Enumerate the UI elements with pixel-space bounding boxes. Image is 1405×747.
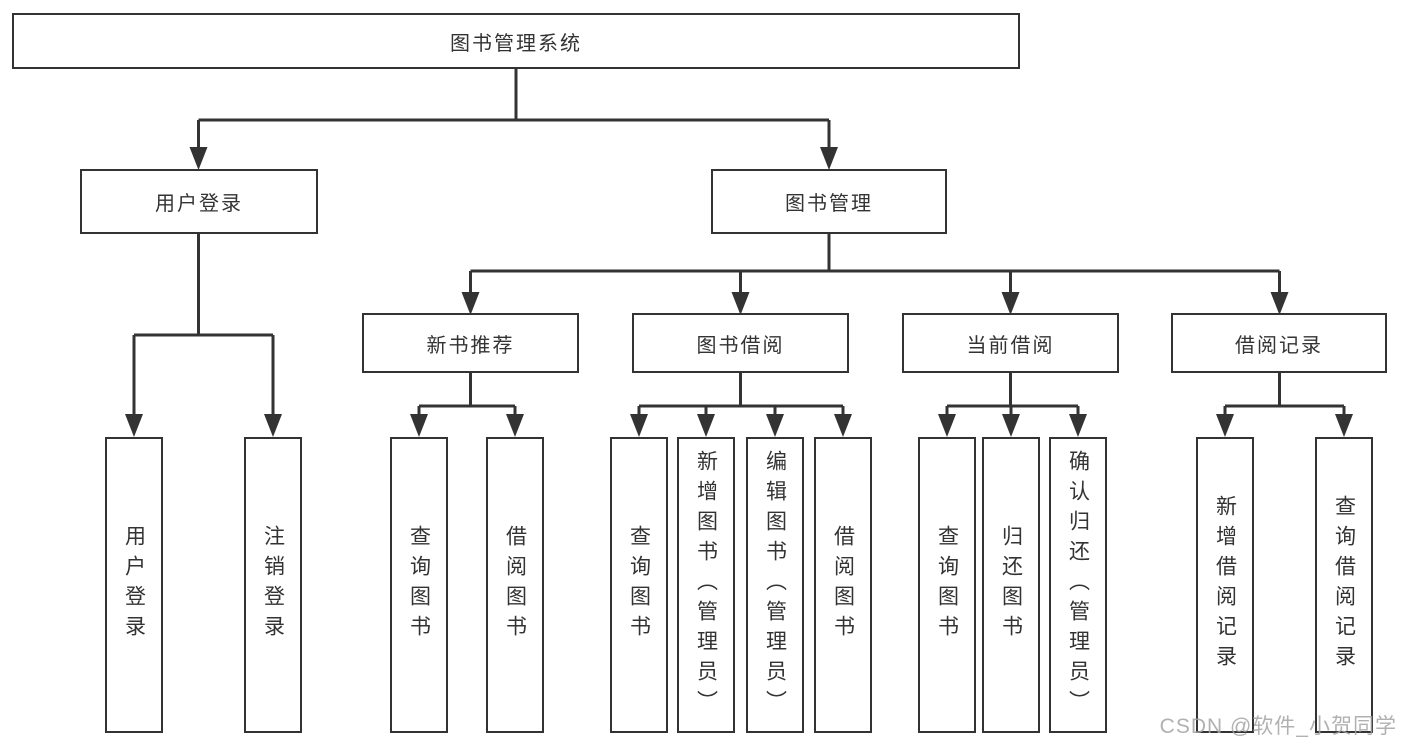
connector-book-borrow-group xyxy=(637,373,845,417)
watermark: CSDN @软件_小贺同学 xyxy=(1159,715,1397,738)
arrowheads xyxy=(125,147,1353,437)
arrow-down-icon xyxy=(731,292,750,315)
connector-new-book-group xyxy=(417,373,517,417)
node-leaf-cb-return-book: 归还图书 xyxy=(982,437,1040,733)
node-leaf-br-query-record: 查询借阅记录 xyxy=(1315,437,1373,733)
connector-current-borrow-group xyxy=(945,373,1080,417)
node-current-borrow: 当前借阅 xyxy=(902,313,1119,373)
node-user-login: 用户登录 xyxy=(80,169,318,234)
node-leaf-bb-query-book: 查询图书 xyxy=(610,437,668,733)
node-leaf-cb-confirm-return-admin: 确认归还（管理员） xyxy=(1049,437,1107,733)
arrow-down-icon xyxy=(834,414,852,437)
node-leaf-user-login: 用户登录 xyxy=(105,437,163,733)
node-leaf-nb-query-book: 查询图书 xyxy=(390,437,448,733)
arrow-down-icon xyxy=(1216,414,1234,437)
arrow-down-icon xyxy=(410,414,428,437)
arrow-down-icon xyxy=(461,292,480,315)
node-leaf-bb-add-book-admin: 新增图书（管理员） xyxy=(677,437,735,733)
arrow-down-icon xyxy=(820,147,838,170)
arrow-down-icon xyxy=(938,414,956,437)
connector-borrow-record-group xyxy=(1223,373,1346,417)
arrow-down-icon xyxy=(1002,414,1020,437)
node-new-book-recommend: 新书推荐 xyxy=(362,313,579,373)
arrow-down-icon xyxy=(1335,414,1353,437)
arrow-down-icon xyxy=(1001,292,1020,315)
arrow-down-icon xyxy=(264,414,282,437)
arrow-down-icon xyxy=(189,147,208,170)
connector-book-mgmt-to-level3 xyxy=(469,234,1281,295)
node-book-borrow: 图书借阅 xyxy=(632,313,849,373)
node-root: 图书管理系统 xyxy=(12,13,1020,69)
connector-user-login-group xyxy=(132,234,275,417)
arrow-down-icon xyxy=(630,414,648,437)
node-leaf-nb-borrow-book: 借阅图书 xyxy=(486,437,544,733)
arrow-down-icon xyxy=(1069,414,1087,437)
node-leaf-bb-edit-book-admin: 编辑图书（管理员） xyxy=(746,437,804,733)
node-borrow-record: 借阅记录 xyxy=(1171,313,1387,373)
arrow-down-icon xyxy=(125,414,143,437)
arrow-down-icon xyxy=(766,414,784,437)
arrow-down-icon xyxy=(697,414,715,437)
node-leaf-br-add-record: 新增借阅记录 xyxy=(1196,437,1254,733)
arrow-down-icon xyxy=(1270,292,1289,315)
node-book-management: 图书管理 xyxy=(711,169,947,234)
node-leaf-logout: 注销登录 xyxy=(244,437,302,733)
connector-root-to-level2 xyxy=(197,69,831,150)
node-leaf-cb-query-book: 查询图书 xyxy=(918,437,976,733)
node-leaf-bb-borrow-book: 借阅图书 xyxy=(814,437,872,733)
arrow-down-icon xyxy=(506,414,524,437)
